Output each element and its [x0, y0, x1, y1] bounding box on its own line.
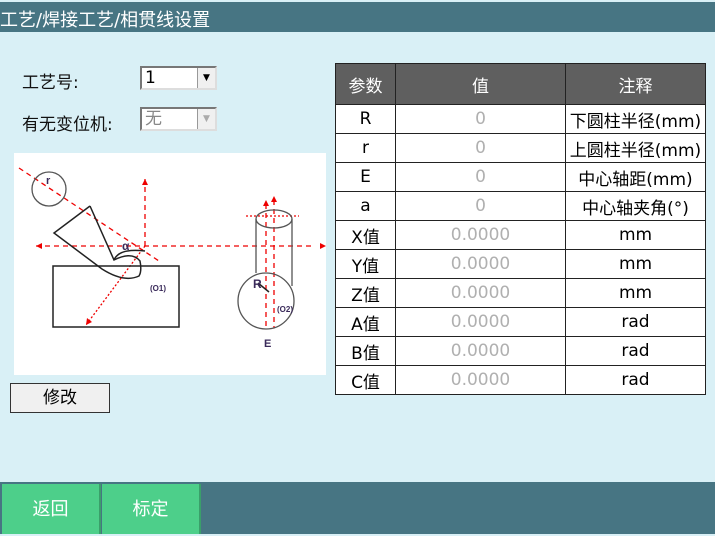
cell-value[interactable]: 0.0000	[395, 249, 566, 279]
cell-param: E	[335, 162, 396, 192]
process-number-label: 工艺号:	[22, 73, 79, 93]
back-button[interactable]: 返回	[2, 484, 101, 534]
process-number-value: 1	[145, 68, 156, 88]
cell-comment: 中心轴夹角(°)	[565, 191, 706, 221]
cell-value[interactable]: 0.0000	[395, 220, 566, 250]
cell-value[interactable]: 0	[395, 104, 566, 134]
chevron-down-icon: ▼	[197, 109, 215, 129]
diagram-label-alpha: α	[122, 239, 130, 253]
header-comment: 注释	[565, 63, 706, 105]
cell-value[interactable]: 0.0000	[395, 278, 566, 308]
diagram-label-r: r	[46, 175, 51, 187]
cell-comment: rad	[565, 365, 706, 395]
cell-param: X值	[335, 220, 396, 250]
cell-param: r	[335, 133, 396, 163]
positioner-select: 无▼	[140, 107, 217, 131]
cell-value[interactable]: 0.0000	[395, 307, 566, 337]
cell-comment: 中心轴距(mm)	[565, 162, 706, 192]
positioner-label: 有无变位机:	[22, 115, 113, 135]
cell-comment: 下圆柱半径(mm)	[565, 104, 706, 134]
cell-comment: rad	[565, 307, 706, 337]
process-number-select[interactable]: 1▼	[140, 66, 217, 90]
cell-value[interactable]: 0	[395, 162, 566, 192]
cell-comment: mm	[565, 220, 706, 250]
modify-button[interactable]: 修改	[10, 383, 110, 413]
cell-comment: mm	[565, 278, 706, 308]
cell-value[interactable]: 0.0000	[395, 336, 566, 366]
table-header: 参数 值 注释	[335, 63, 706, 105]
calibrate-button[interactable]: 标定	[102, 484, 201, 534]
cell-param: a	[335, 191, 396, 221]
positioner-value: 无	[145, 109, 162, 129]
cell-value[interactable]: 0.0000	[395, 365, 566, 395]
diagram-label-o1: (O1)	[150, 284, 166, 293]
diagram-label-E: E	[264, 338, 271, 350]
cell-comment: mm	[565, 249, 706, 279]
cell-param: B值	[335, 336, 396, 366]
cell-comment: rad	[565, 336, 706, 366]
intersecting-line-diagram: r α (O1) R (O2) E	[14, 153, 326, 375]
header-value: 值	[395, 63, 566, 105]
page-title: 工艺/焊接工艺/相贯线设置	[0, 0, 715, 32]
cell-param: Z值	[335, 278, 396, 308]
cell-param: C值	[335, 365, 396, 395]
cell-comment: 上圆柱半径(mm)	[565, 133, 706, 163]
cell-param: A值	[335, 307, 396, 337]
cell-value[interactable]: 0	[395, 191, 566, 221]
diagram-label-R: R	[253, 277, 262, 291]
cell-value[interactable]: 0	[395, 133, 566, 163]
cell-param: Y值	[335, 249, 396, 279]
chevron-down-icon: ▼	[197, 68, 215, 88]
cell-param: R	[335, 104, 396, 134]
header-param: 参数	[335, 63, 396, 105]
diagram-label-o2: (O2)	[277, 305, 293, 314]
